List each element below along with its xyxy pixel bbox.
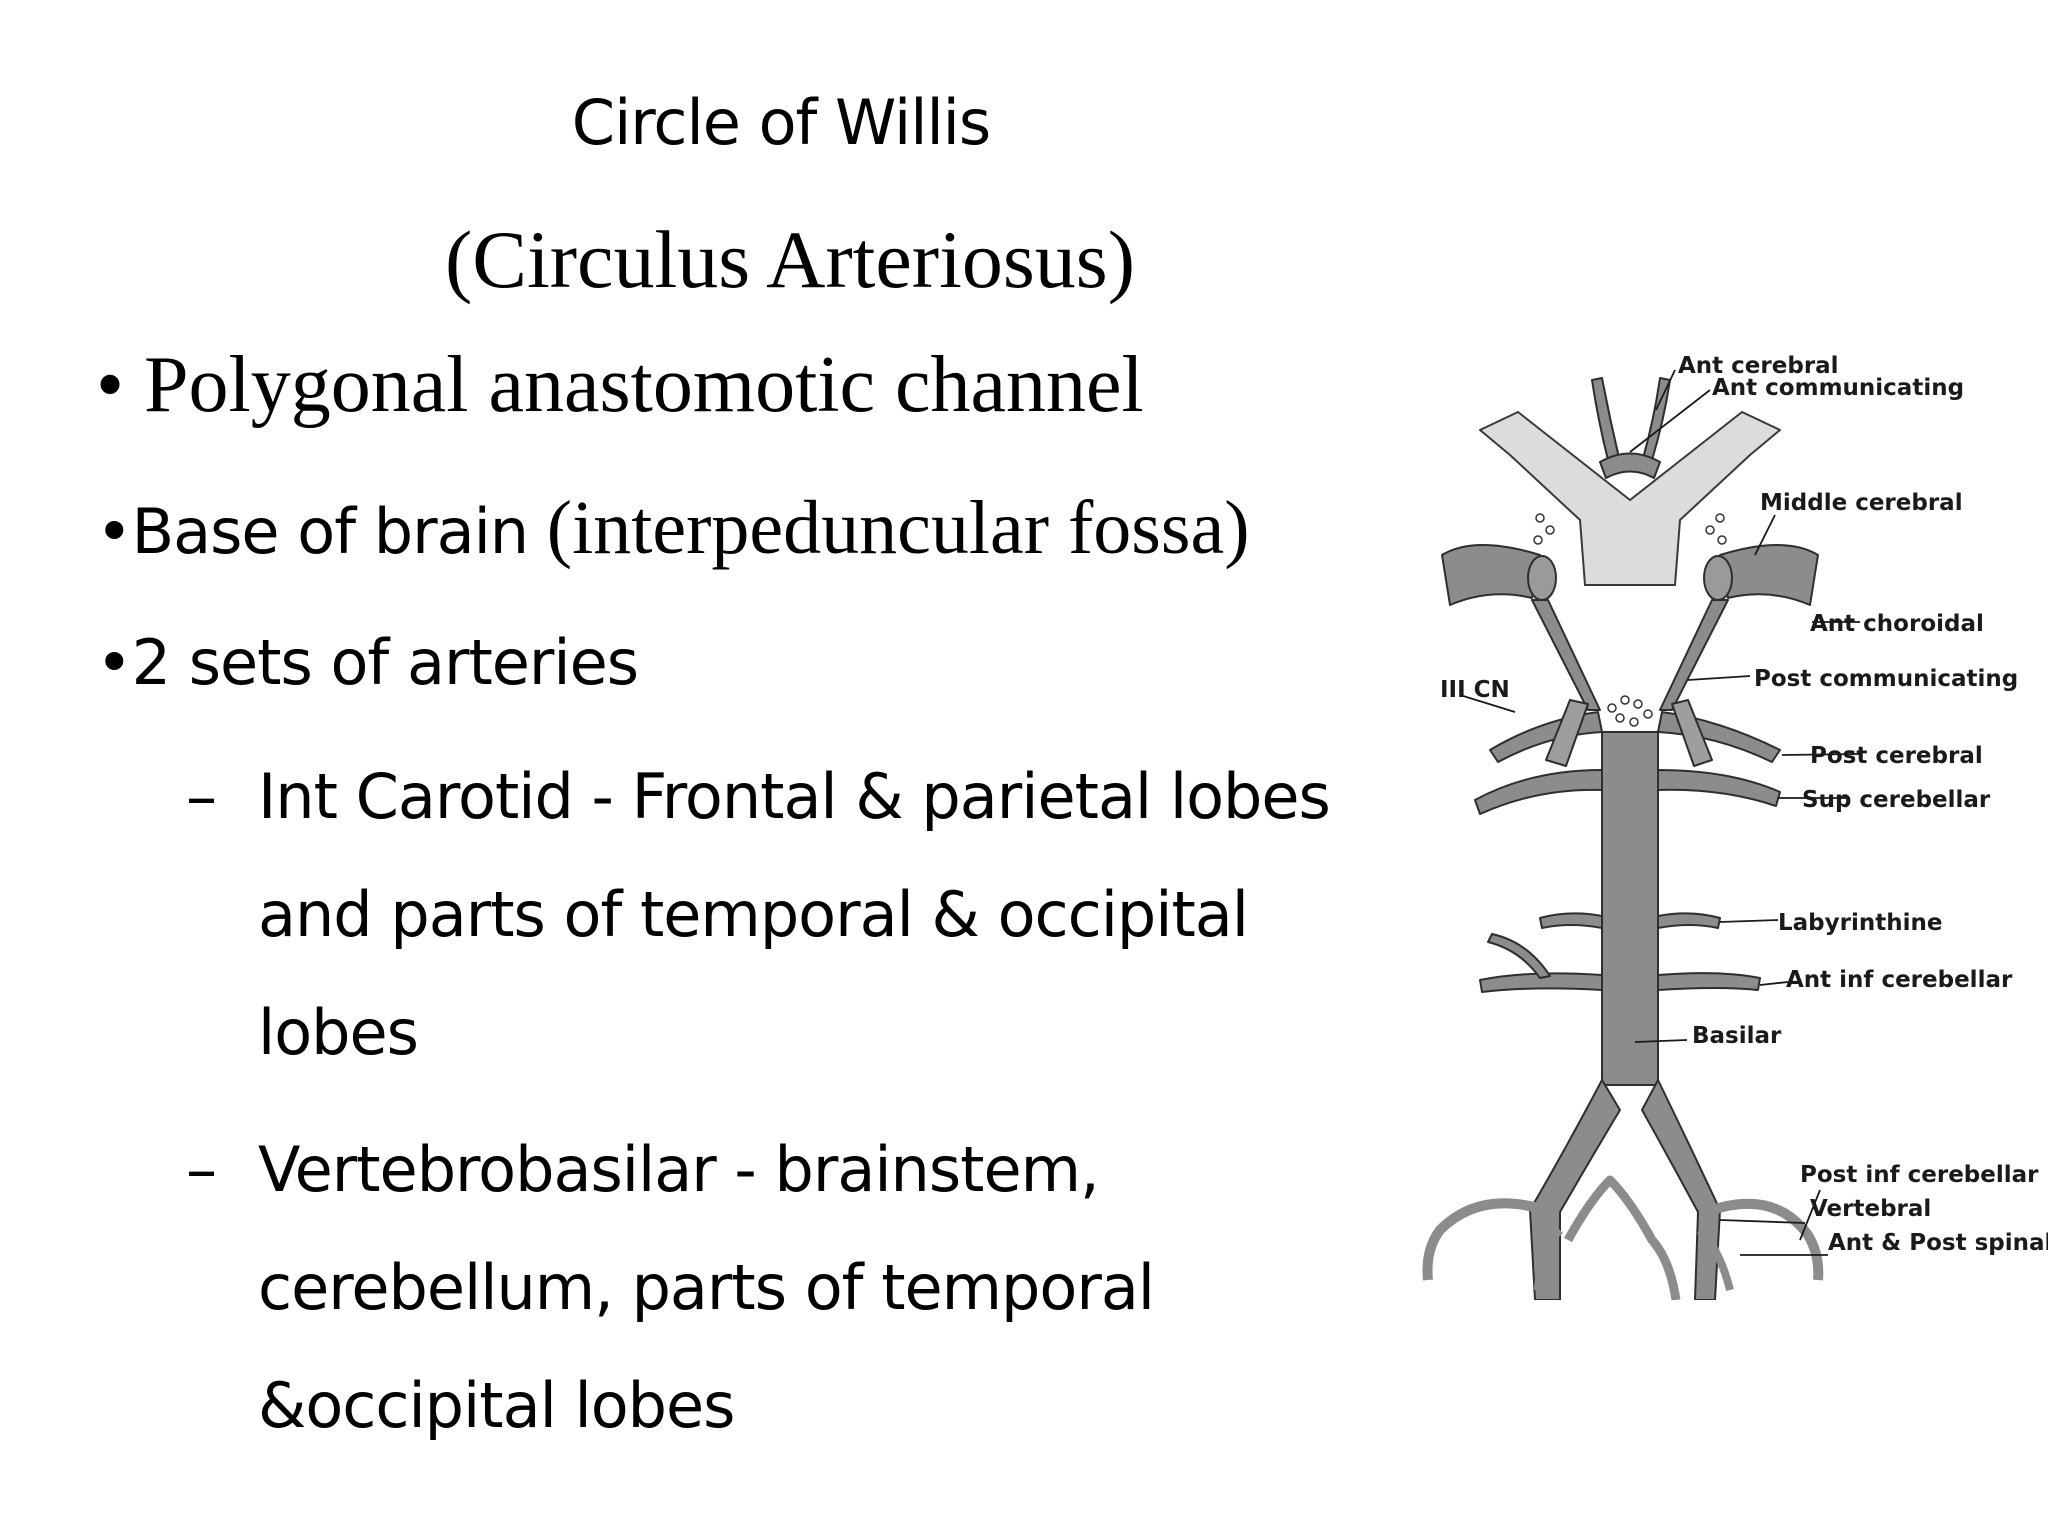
post-communicating-artery-right: [1659, 599, 1729, 711]
label-ant-inf-cerebellar: Ant inf cerebellar: [1786, 967, 2013, 993]
sub-bullet-dash: –: [186, 760, 217, 833]
ant-inf-cerebellar-artery-left-branch: [1487, 933, 1551, 979]
ant-cerebral-artery-left: [1591, 377, 1621, 463]
bullet-text: Polygonal anastomotic channel: [144, 341, 1144, 429]
oculomotor-nerve-right: [1671, 699, 1713, 767]
bullet-text: Base of brain: [131, 495, 547, 568]
labyrinthine-artery-left: [1539, 912, 1603, 929]
perforator-dot: [1533, 535, 1543, 545]
label-ant-post-spinal: Ant & Post spinal: [1828, 1230, 2048, 1256]
perforator-dot: [1717, 535, 1727, 545]
label-iii-cn: III CN: [1440, 677, 1510, 703]
sup-cerebellar-artery-left: [1474, 769, 1603, 815]
sub-bullet-line: lobes: [258, 996, 419, 1069]
perforator-dot: [1535, 513, 1545, 523]
sub-bullet-dash: –: [186, 1133, 217, 1206]
optic-chiasm: [1479, 411, 1781, 586]
post-cerebral-artery-right: [1657, 711, 1781, 763]
perforator-dot: [1545, 525, 1555, 535]
bullet-text: 2 sets of arteries: [131, 626, 639, 699]
basilar-artery: [1601, 731, 1659, 1086]
bullet-text-serif: (interpeduncular fossa): [546, 486, 1250, 570]
ant-spinal-artery: [1564, 1175, 1681, 1300]
post-communicating-artery-left: [1531, 599, 1601, 711]
post-cerebral-artery-left: [1489, 711, 1603, 763]
sub-bullet-line: and parts of temporal & occipital: [258, 878, 1249, 951]
labyrinthine-artery-right: [1657, 912, 1721, 929]
sub-bullet-line: Vertebrobasilar - brainstem,: [258, 1133, 1100, 1206]
label-ant-choroidal: Ant choroidal: [1810, 611, 1984, 637]
oculomotor-nerve-left: [1545, 699, 1589, 767]
label-sup-cerebellar: Sup cerebellar: [1802, 787, 1991, 813]
label-middle-cerebral: Middle cerebral: [1760, 490, 1963, 516]
label-post-communicating: Post communicating: [1754, 666, 2018, 692]
slide-title: Circle of Willis: [571, 86, 991, 159]
label-ant-cerebral: Ant cerebral: [1678, 353, 1839, 379]
label-vertebral: Vertebral: [1810, 1196, 1931, 1222]
label-post-inf-cerebellar: Post inf cerebellar: [1800, 1162, 2039, 1188]
bullet-two-sets: •2 sets of arteries: [96, 613, 639, 713]
bullet-base-of-brain: •Base of brain (interpeduncular fossa): [96, 478, 1250, 582]
post-inf-cerebellar-artery-left: [1422, 1198, 1547, 1281]
middle-cerebral-artery-left: [1441, 544, 1541, 606]
perforator-dot: [1607, 703, 1617, 713]
circle-of-willis-diagram: Ant cerebral Ant communicating Middle ce…: [1422, 353, 2048, 1300]
post-inf-cerebellar-artery-right: [1710, 1198, 1824, 1281]
slide-subtitle: (Circulus Arteriosus): [444, 214, 1136, 305]
ant-communicating-artery: [1599, 452, 1661, 479]
post-spinal-artery-right: [1697, 1227, 1734, 1291]
label-post-cerebral: Post cerebral: [1810, 743, 1983, 769]
vertebral-artery-right: [1641, 1079, 1721, 1300]
post-spinal-artery-left: [1534, 1227, 1563, 1291]
perforator-dot: [1615, 713, 1625, 723]
bullet-marker: •: [96, 626, 133, 699]
int-carotid-stump-right: [1703, 555, 1733, 601]
ant-inf-cerebellar-artery-left: [1479, 972, 1603, 993]
perforator-dot: [1643, 709, 1653, 719]
bullet-marker: •: [96, 341, 145, 429]
sup-cerebellar-artery-right: [1657, 769, 1781, 807]
bullet-polygonal-channel: • Polygonal anastomotic channel: [96, 335, 1144, 435]
label-ant-communicating: Ant communicating: [1712, 375, 1964, 401]
perforator-dot: [1620, 695, 1630, 705]
sub-bullet-line: cerebellum, parts of temporal: [258, 1251, 1155, 1324]
bullet-marker: •: [96, 495, 133, 568]
int-carotid-stump-left: [1527, 555, 1557, 601]
label-basilar: Basilar: [1692, 1023, 1782, 1049]
label-labyrinthine: Labyrinthine: [1778, 910, 1942, 936]
sub-bullet-line: &occipital lobes: [258, 1369, 735, 1442]
sub-bullet-line: Int Carotid - Frontal & parietal lobes: [258, 760, 1331, 833]
perforator-dot: [1629, 717, 1639, 727]
perforator-dot: [1715, 513, 1725, 523]
ant-inf-cerebellar-artery-right: [1657, 972, 1761, 991]
perforator-dot: [1705, 525, 1715, 535]
middle-cerebral-artery-right: [1719, 544, 1819, 606]
perforator-dot: [1633, 699, 1643, 709]
